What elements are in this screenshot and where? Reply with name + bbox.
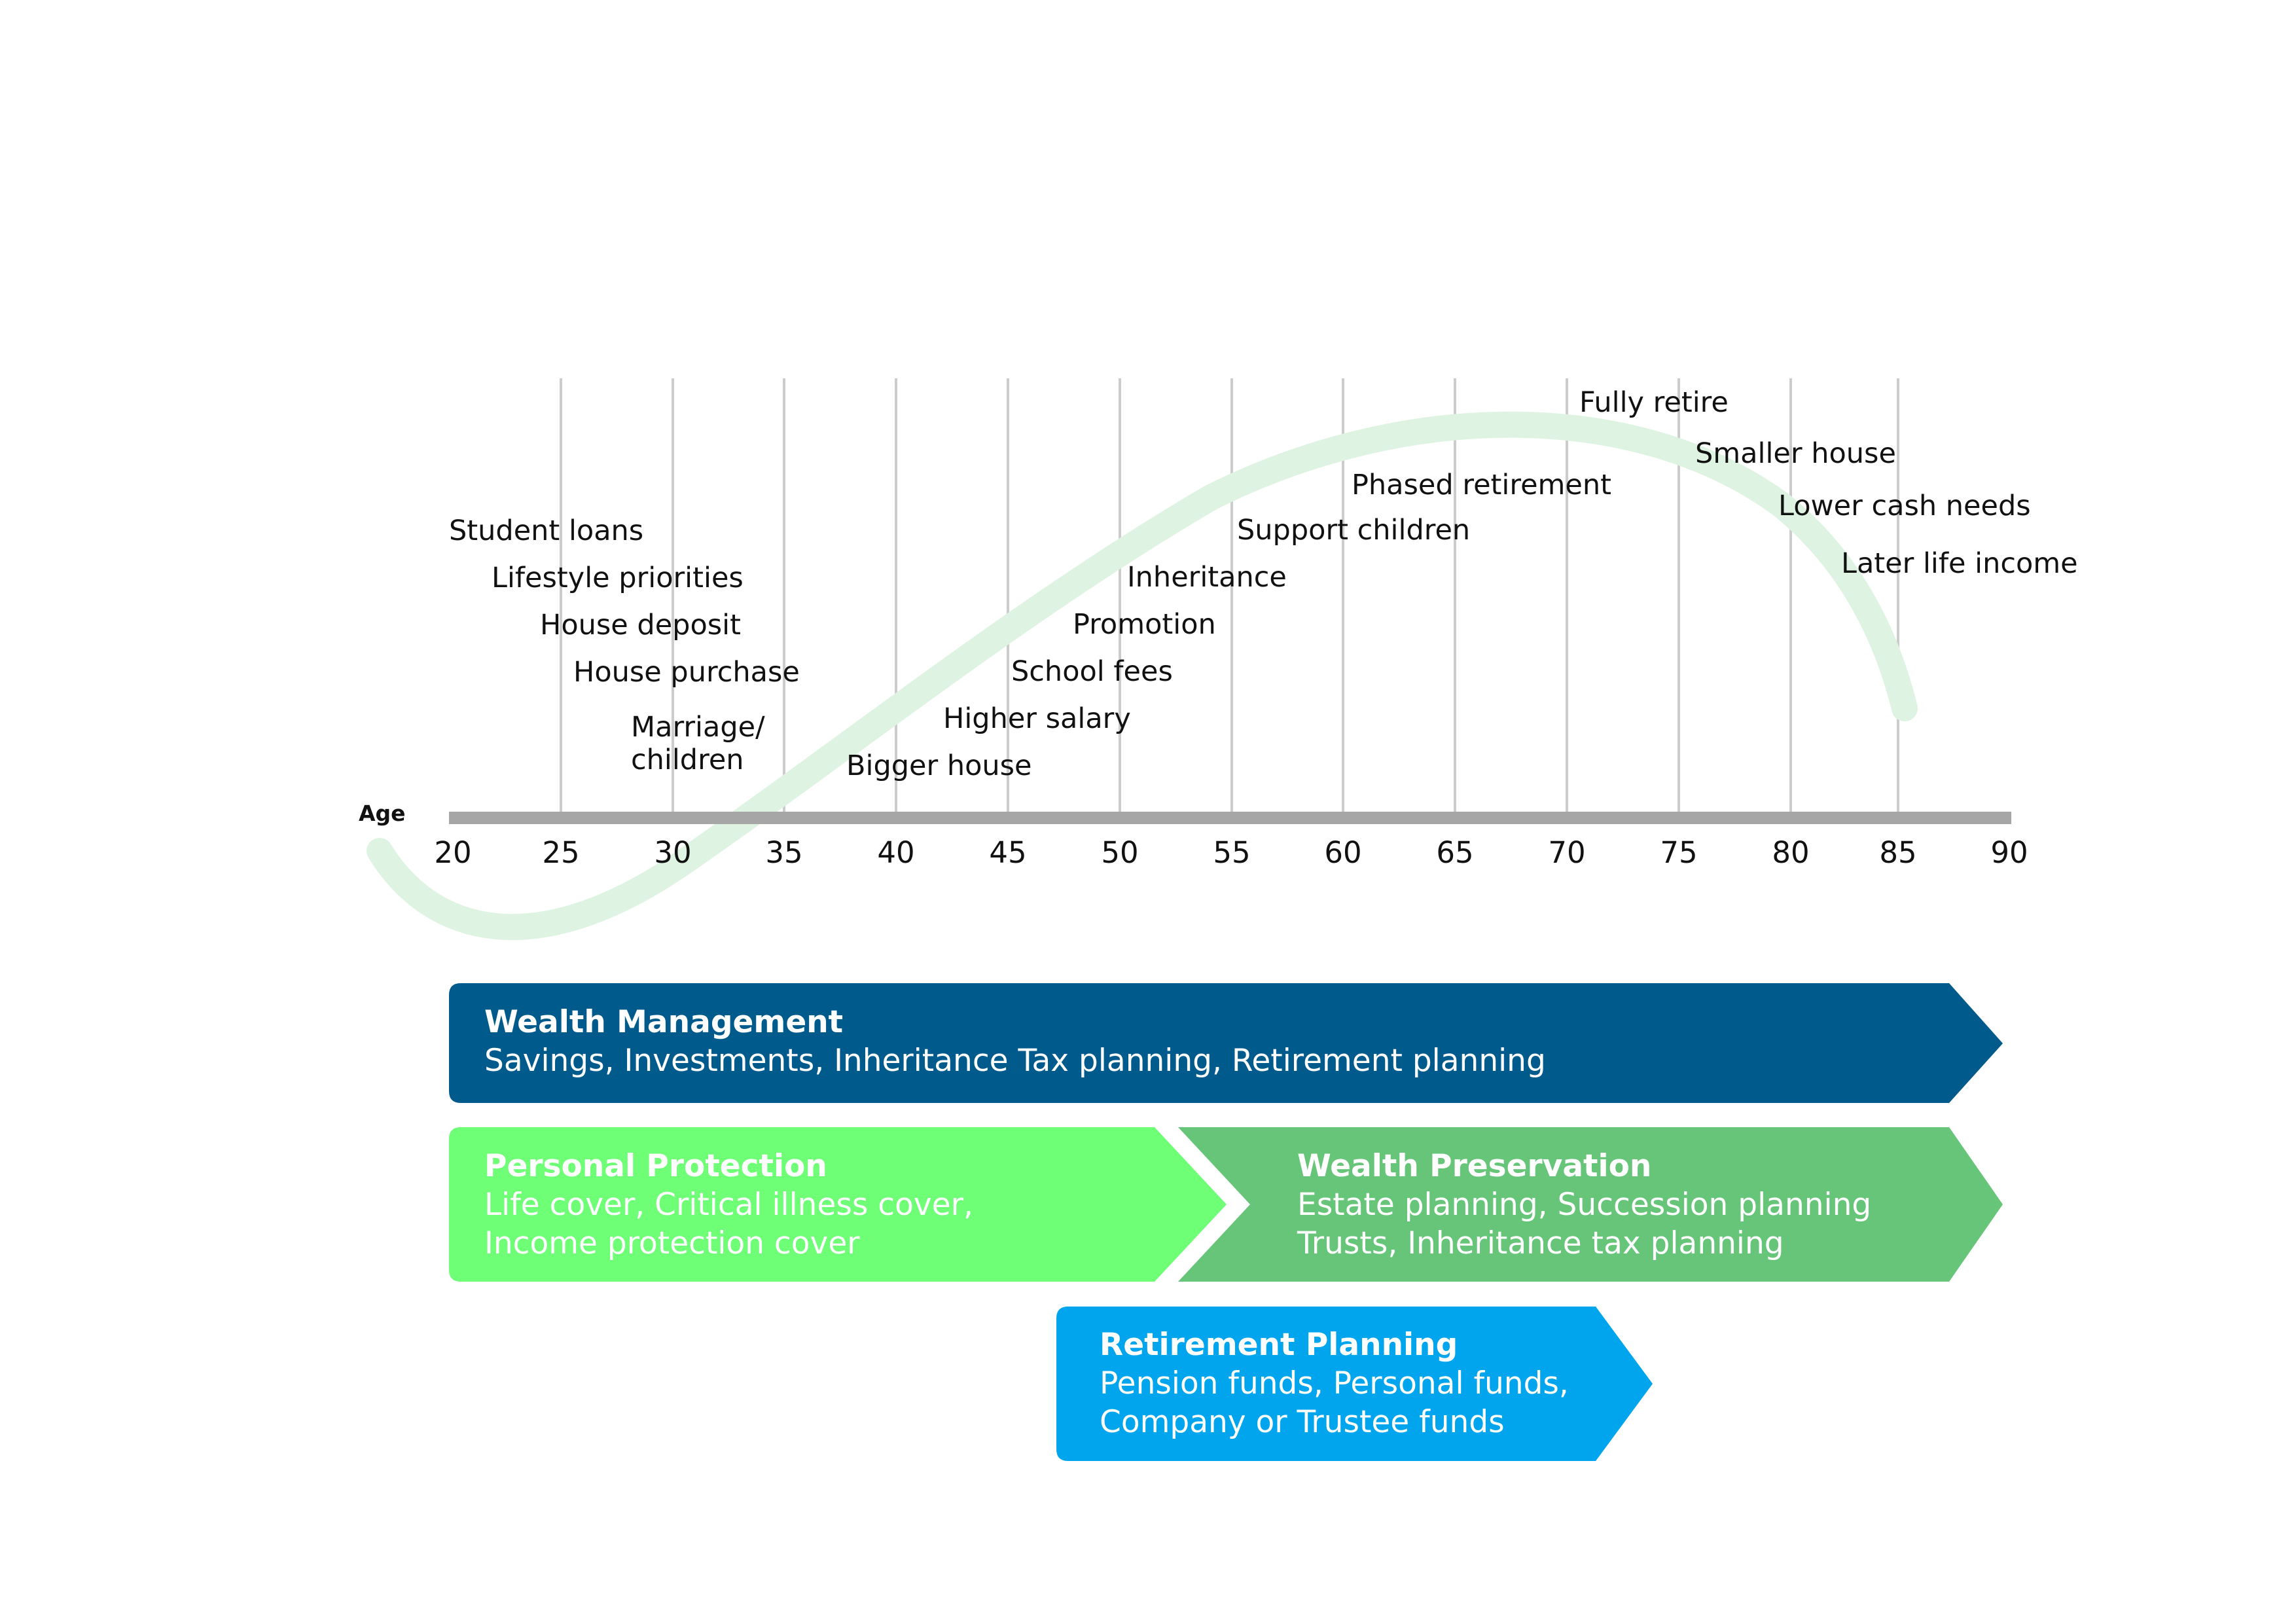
event-lifestyle-priorities: Lifestyle priorities bbox=[492, 562, 744, 594]
event-later-life-income: Later life income bbox=[1841, 547, 2078, 580]
tick-label: 80 bbox=[1772, 835, 1810, 870]
wealth-preservation-desc-1: Estate planning, Succession planning bbox=[1297, 1187, 1872, 1223]
tick-label: 60 bbox=[1324, 835, 1362, 870]
tick-label: 90 bbox=[1990, 835, 2028, 870]
personal-protection-title: Personal Protection bbox=[484, 1148, 827, 1184]
event-smaller-house: Smaller house bbox=[1695, 437, 1896, 470]
personal-protection-desc-1: Life cover, Critical illness cover, bbox=[484, 1187, 973, 1223]
personal-protection-text: Personal Protection Life cover, Critical… bbox=[484, 1147, 973, 1263]
event-fully-retire: Fully retire bbox=[1579, 386, 1729, 419]
event-student-loans: Student loans bbox=[449, 514, 644, 547]
retirement-planning-desc-2: Company or Trustee funds bbox=[1100, 1404, 1505, 1440]
wealth-management-title: Wealth Management bbox=[484, 1004, 844, 1040]
personal-protection-desc-2: Income protection cover bbox=[484, 1225, 860, 1261]
event-higher-salary: Higher salary bbox=[943, 702, 1131, 735]
tick-label: 30 bbox=[654, 835, 692, 870]
event-bigger-house: Bigger house bbox=[846, 749, 1032, 782]
wealth-management-desc-1: Savings, Investments, Inheritance Tax pl… bbox=[484, 1043, 1546, 1079]
event-house-purchase: House purchase bbox=[573, 656, 800, 689]
event-phased-retirement: Phased retirement bbox=[1352, 469, 1611, 501]
event-lower-cash-needs: Lower cash needs bbox=[1778, 490, 2031, 522]
tick-label: 70 bbox=[1548, 835, 1586, 870]
wealth-preservation-text: Wealth Preservation Estate planning, Suc… bbox=[1297, 1147, 1871, 1263]
retirement-planning-band bbox=[1056, 1307, 1653, 1461]
tick-label: 45 bbox=[989, 835, 1027, 870]
event-school-fees: School fees bbox=[1011, 655, 1173, 688]
wealth-preservation-desc-2: Trusts, Inheritance tax planning bbox=[1297, 1225, 1784, 1261]
event-support-children: Support children bbox=[1237, 514, 1471, 547]
event-children: children bbox=[631, 744, 744, 776]
retirement-planning-title: Retirement Planning bbox=[1100, 1327, 1458, 1363]
event-marriage: Marriage/ bbox=[631, 711, 765, 744]
retirement-planning-desc-1: Pension funds, Personal funds, bbox=[1100, 1365, 1569, 1401]
tick-label: 65 bbox=[1436, 835, 1474, 870]
tick-label: 85 bbox=[1879, 835, 1917, 870]
age-axis-bar bbox=[449, 812, 2011, 824]
tick-label: 75 bbox=[1660, 835, 1698, 870]
wealth-preservation-band bbox=[1178, 1127, 2003, 1282]
wealth-management-text: Wealth Management Savings, Investments, … bbox=[484, 1003, 1546, 1080]
tick-label: 50 bbox=[1101, 835, 1139, 870]
event-inheritance: Inheritance bbox=[1127, 561, 1287, 594]
tick-label: 40 bbox=[877, 835, 915, 870]
retirement-planning-text: Retirement Planning Pension funds, Perso… bbox=[1100, 1326, 1569, 1441]
wealth-preservation-title: Wealth Preservation bbox=[1297, 1148, 1652, 1184]
tick-label: 55 bbox=[1213, 835, 1251, 870]
tick-label: 20 bbox=[434, 835, 472, 870]
wealth-management-band bbox=[449, 983, 2003, 1103]
wealth-curve bbox=[367, 411, 1918, 941]
axis-label: Age bbox=[359, 801, 406, 826]
event-promotion: Promotion bbox=[1073, 608, 1216, 641]
tick-label: 35 bbox=[765, 835, 803, 870]
personal-protection-band bbox=[449, 1127, 1227, 1282]
event-house-deposit: House deposit bbox=[540, 609, 741, 641]
tick-label: 25 bbox=[542, 835, 580, 870]
